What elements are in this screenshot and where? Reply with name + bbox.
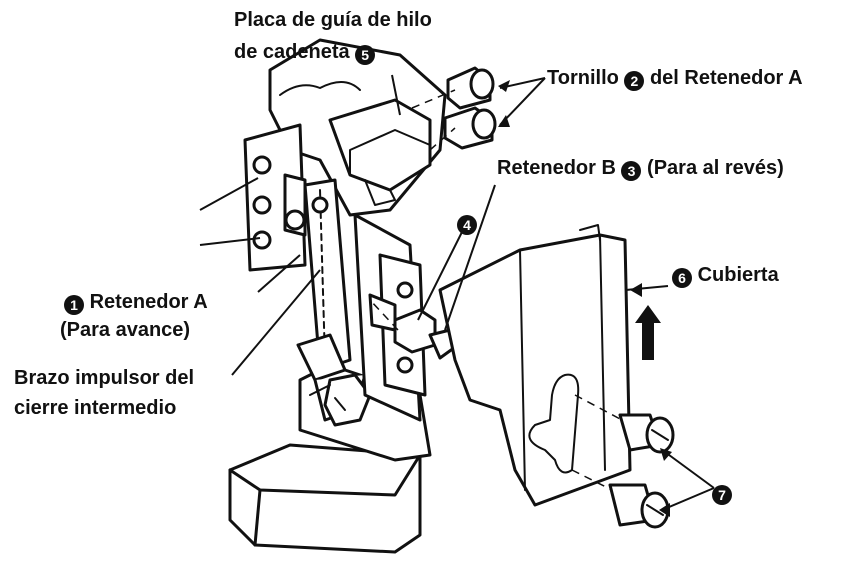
label-cover-text: Cubierta [697, 264, 779, 286]
label-part-7: 7 [712, 480, 732, 505]
callout-7: 7 [712, 485, 732, 505]
cover-plate [438, 233, 632, 507]
label-retainer-b: Retenedor B 3 (Para al revés) [497, 156, 784, 181]
label-screw-text-a: Tornillo [547, 67, 619, 89]
callout-4: 4 [457, 215, 477, 235]
label-thread-guide-text: de cadeneta [234, 41, 350, 63]
label-thread-guide-line2: de cadeneta 5 [234, 40, 376, 65]
callout-2: 2 [624, 71, 645, 91]
cover-screw-upper [618, 413, 675, 454]
up-arrow [635, 305, 661, 360]
label-cover: 6 Cubierta [672, 263, 779, 288]
label-drive-arm-line1: Brazo impulsor del [14, 367, 195, 389]
label-retainer-a-line2: (Para avance) [60, 319, 191, 341]
cover-slot [528, 373, 580, 474]
cover-screw-lower [608, 483, 670, 529]
label-retainer-a: 1 Retenedor A [64, 290, 208, 315]
label-retainer-b-text-a: Retenedor B [497, 157, 616, 179]
callout-5: 5 [355, 45, 376, 65]
label-part-4: 4 [457, 210, 477, 235]
label-retainer-a-line1: Retenedor A [89, 291, 208, 313]
label-thread-guide-line1: Placa de guía de hilo [234, 9, 432, 31]
screw-4 [393, 308, 437, 354]
label-drive-arm-line2: cierre intermedio [14, 397, 177, 419]
callout-3: 3 [621, 161, 642, 181]
callout-1: 1 [64, 295, 84, 315]
label-retainer-b-text-b: (Para al revés) [647, 157, 784, 179]
screw-2-upper [446, 66, 495, 110]
base-foot [228, 443, 422, 554]
label-screw: Tornillo 2 del Retenedor A [547, 66, 803, 91]
label-screw-text-b: del Retenedor A [649, 67, 803, 89]
drive-arm [303, 178, 352, 372]
screw-2-lower [443, 106, 497, 150]
callout-6: 6 [672, 268, 692, 288]
